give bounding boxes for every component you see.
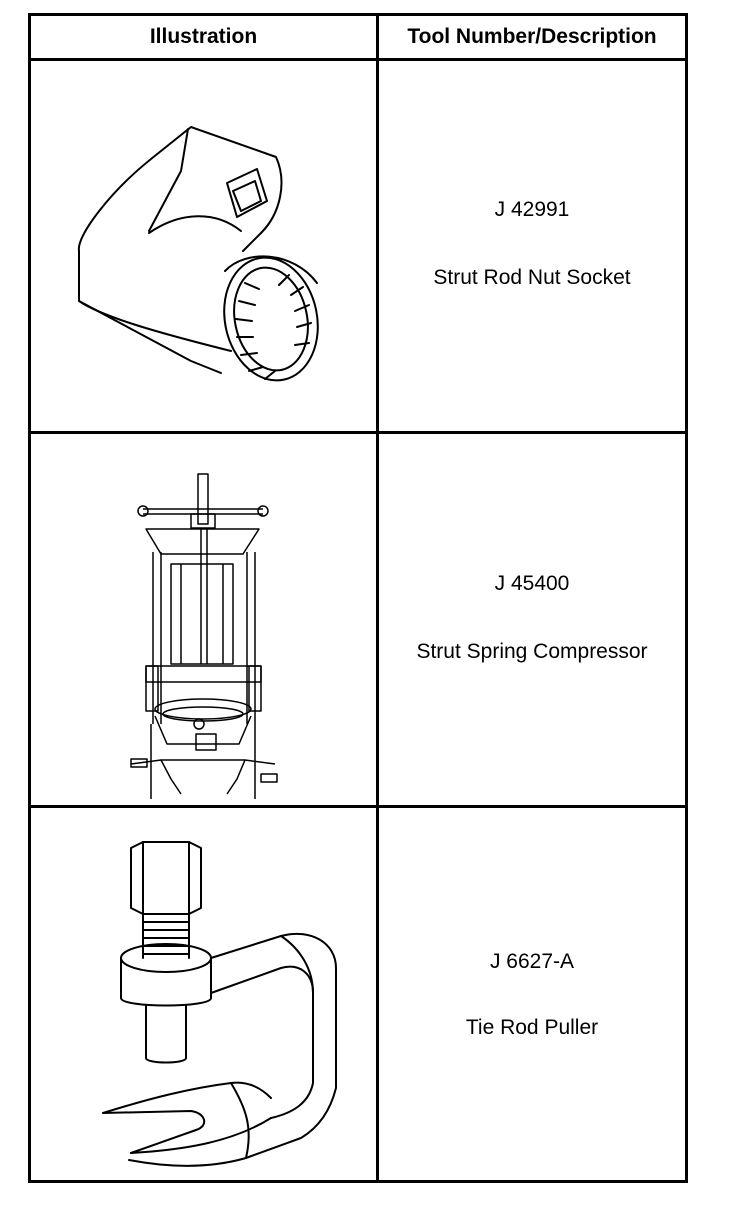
table-row <box>31 808 376 1183</box>
tool-number: J 42991 <box>494 198 570 221</box>
row-divider <box>31 431 685 434</box>
column-divider <box>376 16 379 1180</box>
tool-number: J 45400 <box>494 572 570 595</box>
header-tool-number-description: Tool Number/Description <box>407 25 657 48</box>
strut-rod-nut-socket-icon <box>31 61 376 431</box>
tool-description: Strut Spring Compressor <box>416 640 648 663</box>
tool-description: Strut Rod Nut Socket <box>433 266 631 289</box>
table-row <box>31 61 376 431</box>
row-divider <box>31 805 685 808</box>
header-illustration: Illustration <box>149 25 258 48</box>
table-row <box>31 434 376 805</box>
header-divider <box>31 58 685 61</box>
tool-number: J 6627-A <box>489 950 575 973</box>
tool-description: Tie Rod Puller <box>465 1016 599 1039</box>
tool-table: Illustration Tool Number/Description J 4… <box>28 13 688 1183</box>
tie-rod-puller-icon <box>31 808 376 1183</box>
strut-spring-compressor-icon <box>31 434 376 805</box>
